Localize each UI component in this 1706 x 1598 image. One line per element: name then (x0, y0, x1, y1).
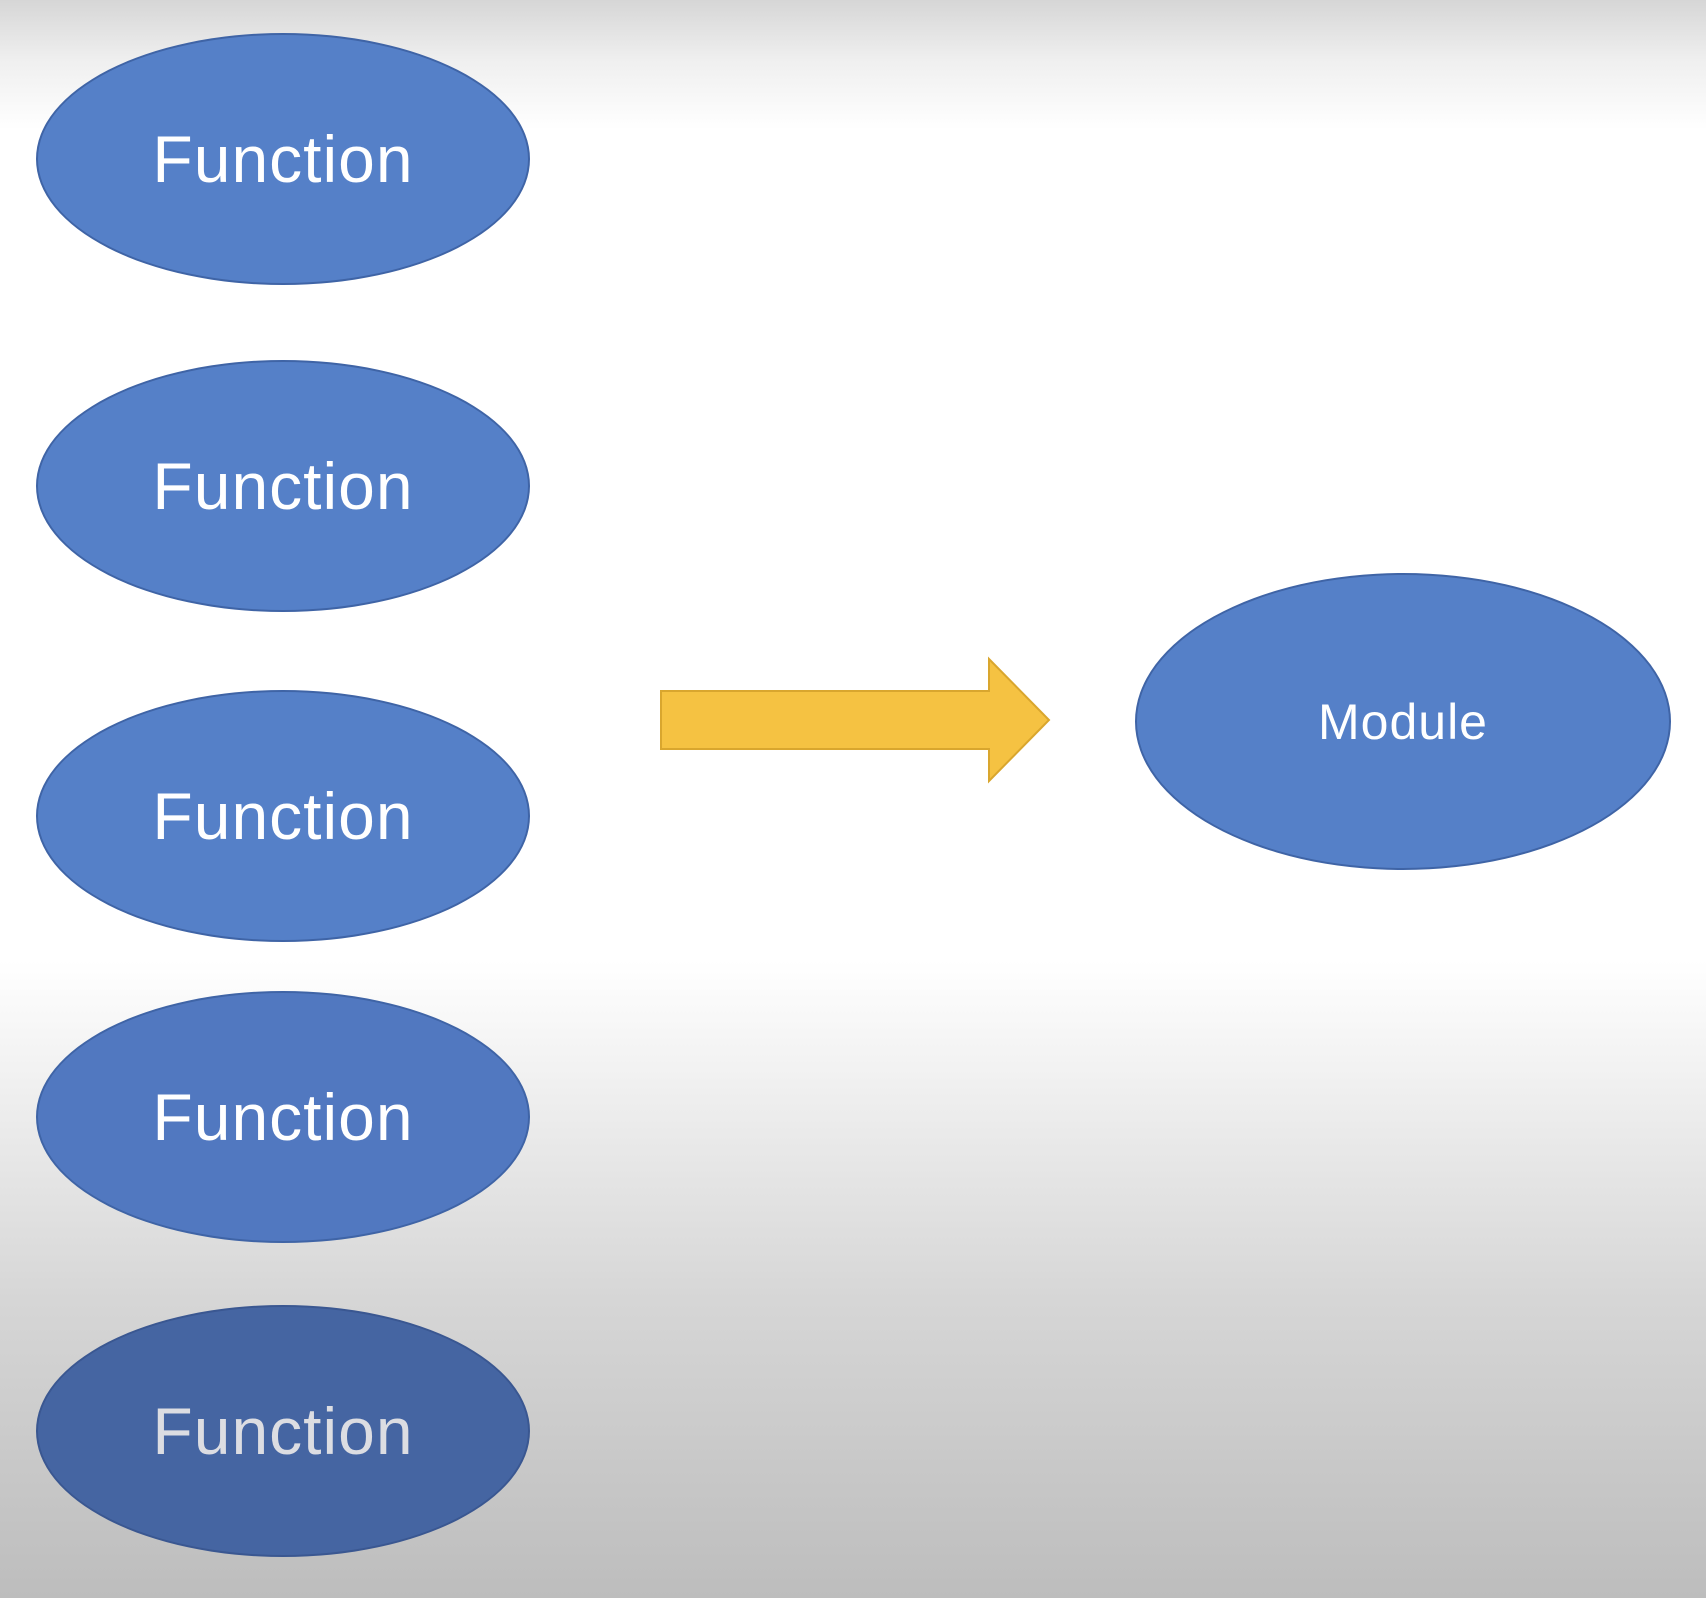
function-node-1: Function (36, 33, 530, 285)
function-node-label: Function (152, 1080, 414, 1154)
function-node-label: Function (152, 122, 414, 196)
function-node-label: Function (152, 1394, 414, 1468)
function-node-2: Function (36, 360, 530, 612)
arrow-shape (660, 656, 1051, 784)
module-node-label: Module (1318, 693, 1488, 750)
module-node: Module (1135, 573, 1671, 870)
right-arrow-icon (660, 656, 1051, 784)
function-node-label: Function (152, 449, 414, 523)
function-node-label: Function (152, 779, 414, 853)
function-node-3: Function (36, 690, 530, 942)
function-node-4: Function (36, 991, 530, 1243)
function-node-5: Function (36, 1305, 530, 1557)
